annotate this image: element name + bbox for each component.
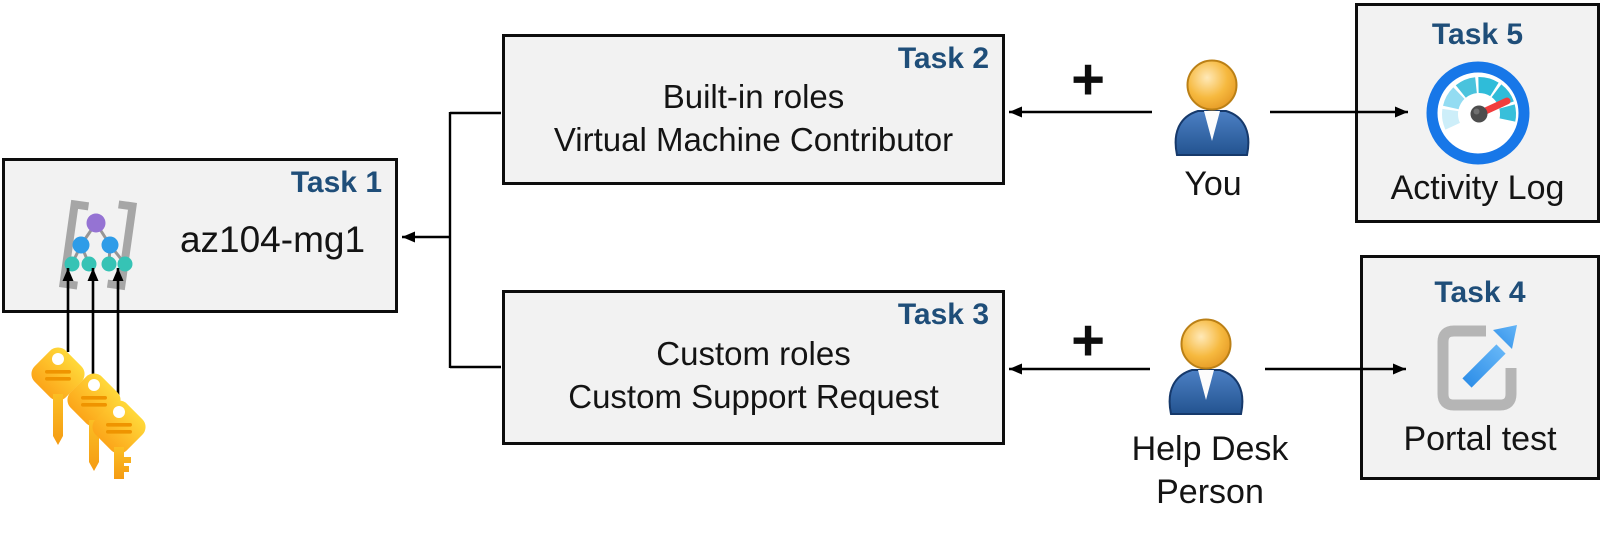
task4-caption: Portal test [1403,420,1557,458]
task3-box: Task 3 Custom roles Custom Support Reque… [502,290,1005,445]
key-icon [92,400,146,479]
external-link-arrowhead [1493,325,1517,349]
task4-badge: Task 4 [1434,276,1526,309]
plus-symbol-you: + [1071,47,1105,112]
task2-box: Task 2 Built-in roles Virtual Machine Co… [502,34,1005,185]
task2-line2: Virtual Machine Contributor [553,120,954,158]
gauge-icon [1426,61,1530,165]
task1-box: Task 1 az104-mg1 [2,158,398,313]
task5-badge: Task 5 [1431,18,1524,51]
person-icon [1174,59,1250,156]
task2-line1: Built-in roles [662,77,845,115]
task3-line1: Custom roles [656,334,851,372]
task1-badge: Task 1 [290,166,382,199]
task3-badge: Task 3 [897,298,989,331]
helpdesk-label-line1: Help Desk [1131,430,1289,468]
management-group-icon [58,199,138,291]
plus-symbol-helpdesk: + [1071,308,1105,373]
person-icon [1168,318,1244,415]
task3-line2: Custom Support Request [568,377,939,415]
task5-box: Task 5 Activity Log [1355,3,1600,223]
helpdesk-label-line2: Person [1156,472,1264,511]
external-link-icon [1437,325,1517,411]
key-icon [31,347,85,445]
task4-box: Task 4 Portal test [1360,255,1600,480]
three-gold-keys-icon [31,347,146,479]
task2-badge: Task 2 [897,42,989,75]
task1-title: az104-mg1 [179,219,366,260]
you-label: You [1184,165,1242,203]
task5-caption: Activity Log [1390,169,1565,207]
